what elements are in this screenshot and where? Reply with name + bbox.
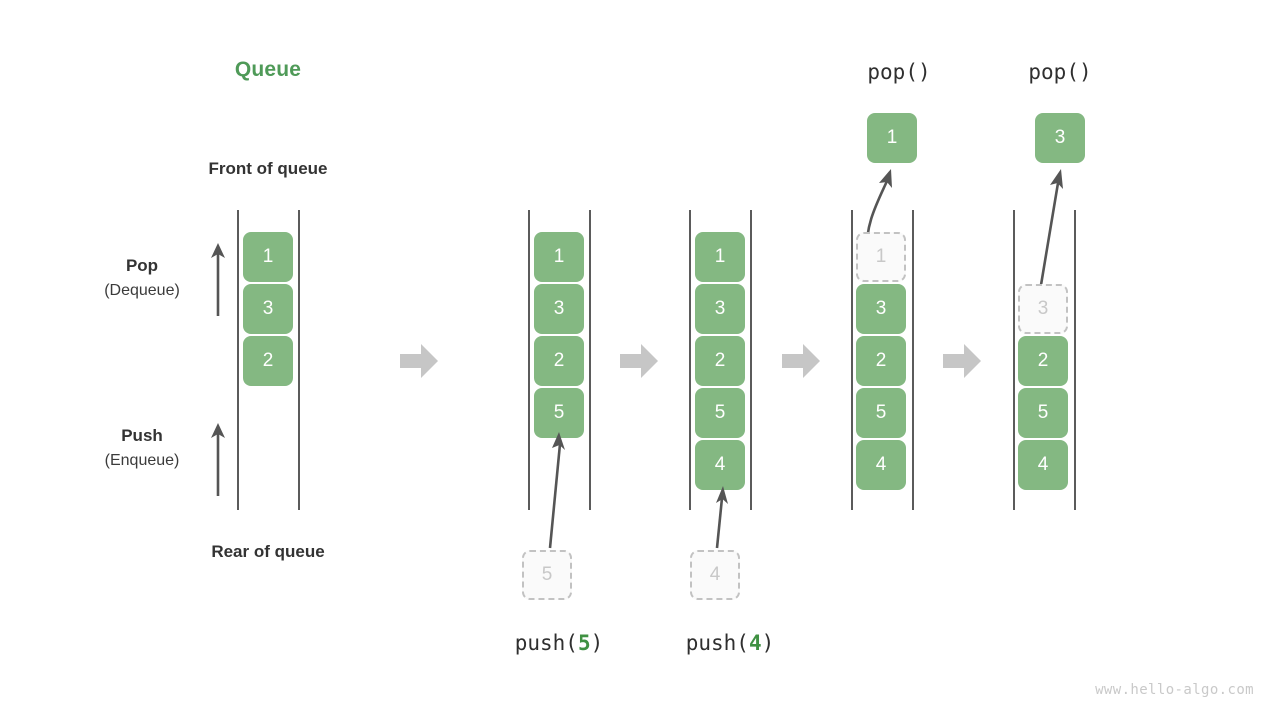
push-flow-arrow	[700, 484, 740, 550]
pop-flow-arrow	[1018, 165, 1073, 305]
caption-suffix: )	[761, 631, 775, 655]
transition-arrow-icon	[943, 343, 981, 379]
queue-cell: 2	[534, 336, 584, 386]
incoming-element-placeholder: 5	[522, 550, 572, 600]
queue-cell: 3	[695, 284, 745, 334]
queue-cell: 3	[243, 284, 293, 334]
queue-cell: 2	[856, 336, 906, 386]
transition-arrow-icon	[620, 343, 658, 379]
caption-suffix: )	[590, 631, 604, 655]
push-label-main: Push	[121, 426, 163, 445]
page-title: Queue	[234, 58, 302, 81]
pop-label: Pop (Dequeue)	[52, 254, 232, 304]
queue-cell: 3	[856, 284, 906, 334]
queue-cell: 5	[534, 388, 584, 438]
popped-element: 3	[1035, 113, 1085, 163]
push-label-sub: (Enqueue)	[104, 452, 180, 469]
queue-cell: 4	[856, 440, 906, 490]
push-label: Push (Enqueue)	[52, 424, 232, 474]
rail-left	[1013, 210, 1015, 510]
incoming-element-placeholder: 4	[690, 550, 740, 600]
popped-element: 1	[867, 113, 917, 163]
rail-right	[1074, 210, 1076, 510]
pop-operation-header: pop()	[1028, 60, 1092, 84]
queue-cell-removed: 1	[856, 232, 906, 282]
queue-cell: 3	[534, 284, 584, 334]
rail-right	[589, 210, 591, 510]
rail-left	[689, 210, 691, 510]
queue-cell: 2	[1018, 336, 1068, 386]
queue-cell: 5	[1018, 388, 1068, 438]
queue-cell: 5	[856, 388, 906, 438]
rail-left	[237, 210, 239, 510]
rail-right	[912, 210, 914, 510]
rail-left	[528, 210, 530, 510]
caption-value: 4	[748, 631, 762, 655]
caption-prefix: push(	[514, 631, 578, 655]
queue-cell: 1	[534, 232, 584, 282]
queue-cell: 1	[243, 232, 293, 282]
queue-cell: 4	[695, 440, 745, 490]
column-caption: push(5)	[459, 631, 659, 655]
front-of-queue-label: Front of queue	[208, 159, 328, 178]
push-direction-arrow	[206, 420, 230, 496]
transition-arrow-icon	[400, 343, 438, 379]
queue-cell: 4	[1018, 440, 1068, 490]
pop-label-main: Pop	[125, 256, 159, 275]
caption-prefix: push(	[685, 631, 749, 655]
rail-right	[298, 210, 300, 510]
column-caption: push(4)	[630, 631, 830, 655]
queue-cell: 2	[695, 336, 745, 386]
pop-direction-arrow	[206, 240, 230, 316]
rail-left	[851, 210, 853, 510]
watermark: www.hello-algo.com	[1095, 682, 1254, 698]
queue-cell-removed: 3	[1018, 284, 1068, 334]
pop-operation-header: pop()	[867, 60, 931, 84]
transition-arrow-icon	[782, 343, 820, 379]
queue-cell: 5	[695, 388, 745, 438]
pop-label-sub: (Dequeue)	[104, 282, 180, 299]
queue-cell: 1	[695, 232, 745, 282]
queue-cell: 2	[243, 336, 293, 386]
rail-right	[750, 210, 752, 510]
caption-value: 5	[577, 631, 591, 655]
push-flow-arrow	[530, 430, 570, 550]
rear-of-queue-label: Rear of queue	[211, 542, 325, 561]
